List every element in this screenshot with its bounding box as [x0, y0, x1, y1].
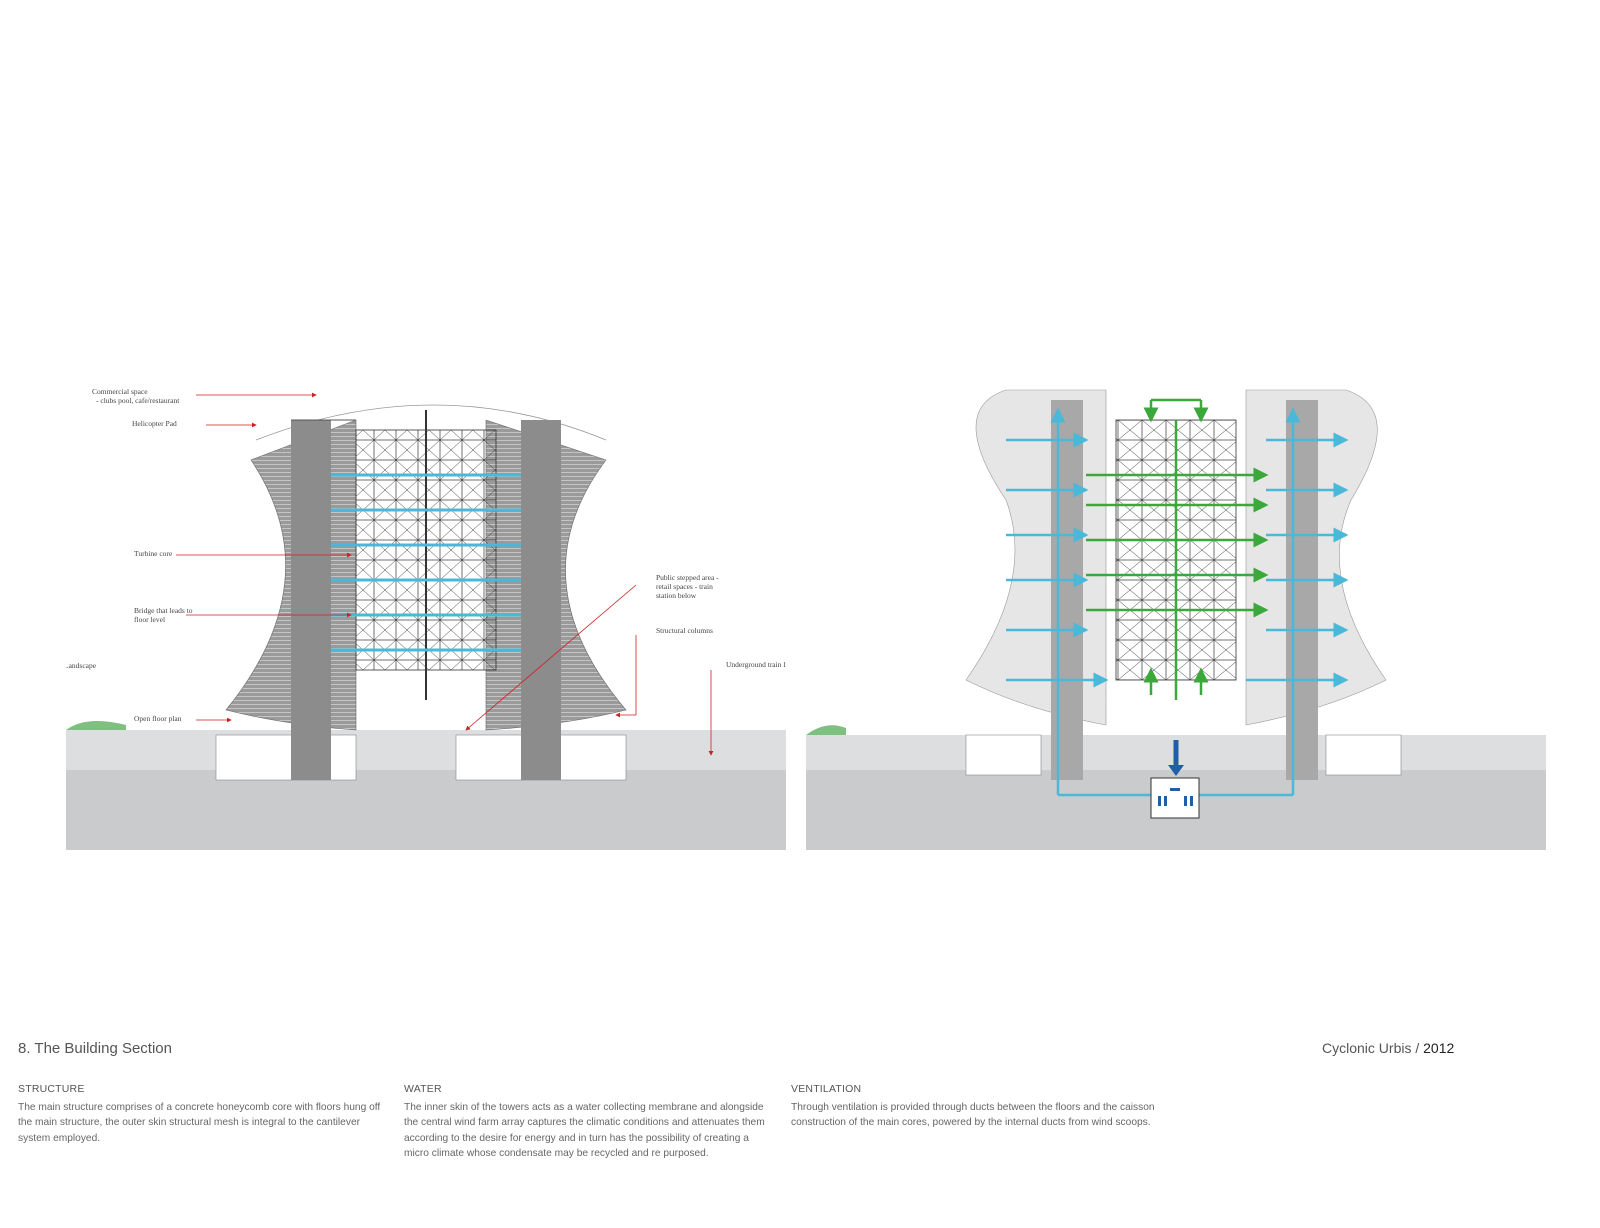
structure-body: The main structure comprises of a concre…: [18, 1101, 381, 1144]
annotation-arrows: [176, 392, 714, 756]
right-tower-core: [1286, 400, 1318, 780]
water-body: The inner skin of the towers acts as a w…: [404, 1101, 765, 1160]
bridge-decks: [331, 473, 521, 652]
ventilation-body: Through ventilation is provided through …: [791, 1101, 1155, 1129]
label-open-floor: Open floor plan: [134, 714, 182, 723]
project-name: Cyclonic Urbis /: [1322, 1040, 1424, 1056]
left-tower-core: [291, 420, 331, 780]
structure-section-svg: Commercial space - clubs pool, cafe/rest…: [66, 387, 786, 850]
label-bridge-sub: floor level: [134, 615, 165, 624]
landscape-hill: [66, 721, 126, 730]
ventilation-column: VENTILATION Through ventilation is provi…: [791, 1082, 1161, 1131]
label-public: Public stepped area -: [656, 573, 719, 582]
label-turbine: Turbine core: [134, 549, 173, 558]
ventilation-section-diagram: [806, 380, 1546, 850]
landscape-hill: [806, 725, 846, 735]
ground-mass: [66, 770, 786, 850]
ventilation-heading: VENTILATION: [791, 1083, 862, 1095]
label-public-3: station below: [656, 591, 697, 600]
right-tower-core: [521, 420, 561, 780]
label-bridge: Bridge that leads to: [134, 606, 193, 615]
left-tower-core: [1051, 400, 1083, 780]
structure-section-diagram: Commercial space - clubs pool, cafe/rest…: [66, 380, 786, 850]
water-heading: WATER: [404, 1083, 442, 1095]
ventilation-arrows: [1086, 398, 1269, 700]
label-commercial: Commercial space: [92, 387, 148, 396]
label-helipad: Helicopter Pad: [132, 419, 177, 428]
label-columns: Structural columns: [656, 626, 713, 635]
label-public-2: retail spaces - train: [656, 582, 713, 591]
ventilation-section-svg: [806, 389, 1546, 850]
structure-heading: STRUCTURE: [18, 1083, 85, 1095]
project-title: Cyclonic Urbis / 2012: [1322, 1040, 1454, 1056]
water-flow-lines: [1006, 407, 1349, 797]
label-commercial-sub: - clubs pool, cafe/restaurant: [96, 396, 180, 405]
page-title: 8. The Building Section: [18, 1040, 172, 1057]
water-column: WATER The inner skin of the towers acts …: [404, 1082, 774, 1162]
project-year: 2012: [1423, 1040, 1455, 1056]
label-underground: Underground train line: [726, 660, 786, 669]
label-landscape: Landscape: [66, 661, 97, 670]
structure-column: STRUCTURE The main structure comprises o…: [18, 1082, 388, 1146]
